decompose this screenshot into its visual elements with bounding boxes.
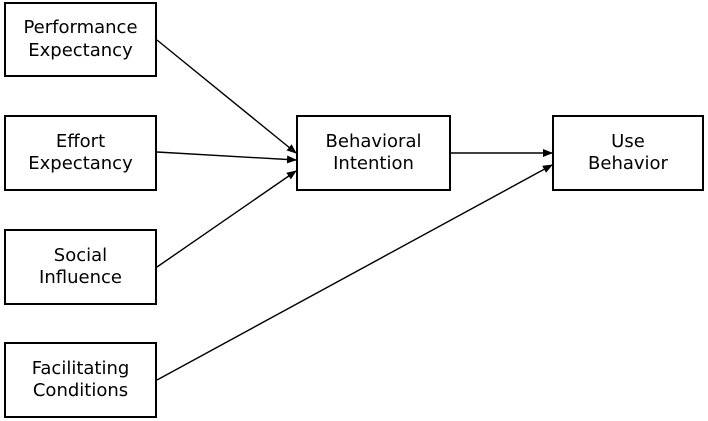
node-label-performance-expectancy: Performance Expectancy — [23, 17, 138, 61]
node-performance-expectancy: Performance Expectancy — [4, 2, 157, 77]
node-social-influence: Social Influence — [4, 229, 157, 305]
node-label-use-behavior: Use Behavior — [588, 130, 668, 175]
node-label-social-influence: Social Influence — [39, 244, 122, 289]
node-behavioral-intention: Behavioral Intention — [296, 115, 451, 191]
arrow-social-to-intention — [156, 170, 297, 268]
node-effort-expectancy: Effort Expectancy — [4, 115, 157, 191]
arrow-effort-to-intention — [156, 151, 297, 164]
arrow-facilitating-to-use — [156, 164, 553, 381]
arrow-performance-to-intention — [156, 39, 297, 154]
node-facilitating-conditions: Facilitating Conditions — [4, 342, 157, 418]
node-label-facilitating-conditions: Facilitating Conditions — [31, 357, 130, 402]
node-label-effort-expectancy: Effort Expectancy — [28, 130, 133, 175]
node-label-behavioral-intention: Behavioral Intention — [325, 130, 422, 175]
node-use-behavior: Use Behavior — [552, 115, 704, 191]
